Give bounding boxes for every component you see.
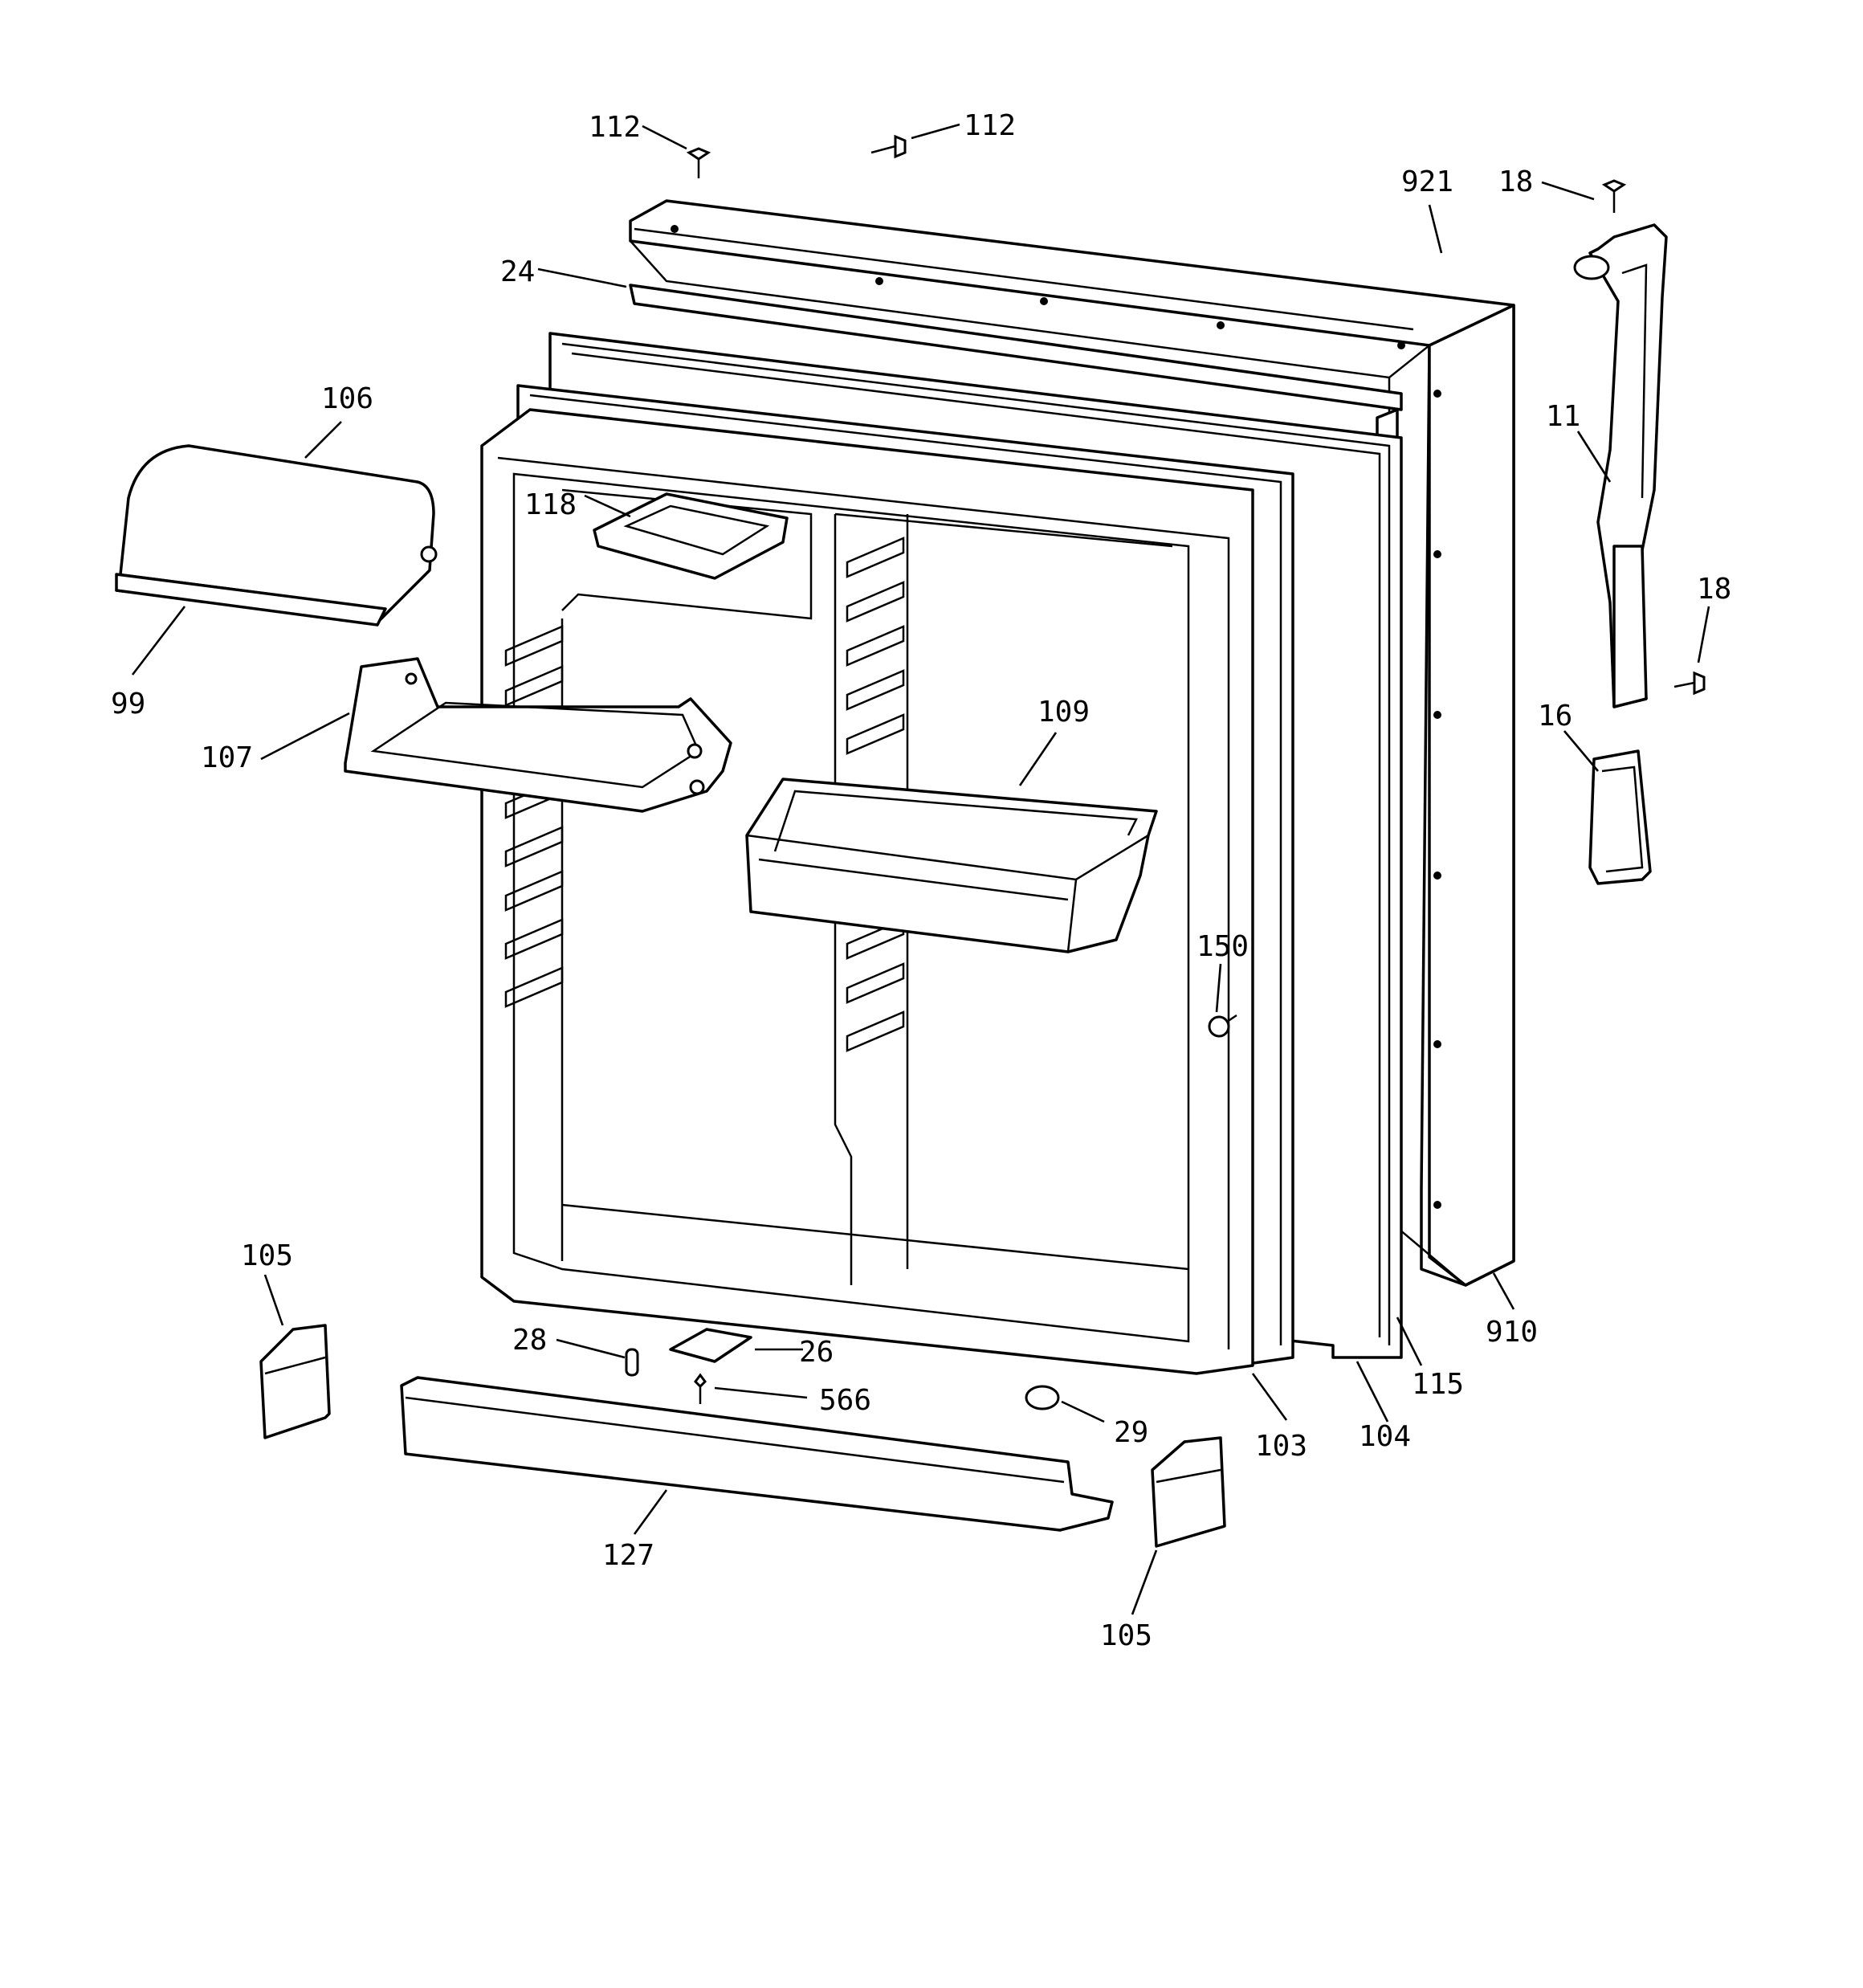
handle-cap xyxy=(1588,749,1652,885)
label-11: 11 xyxy=(1546,400,1580,433)
label-107: 107 xyxy=(201,741,253,774)
label-16: 16 xyxy=(1538,700,1572,733)
label-112-right: 112 xyxy=(964,109,1016,142)
bumper xyxy=(1025,1385,1060,1410)
label-921: 921 xyxy=(1401,165,1453,198)
label-910: 910 xyxy=(1486,1316,1538,1349)
label-24: 24 xyxy=(500,255,535,288)
label-105-left: 105 xyxy=(241,1239,293,1272)
label-29: 29 xyxy=(1114,1416,1148,1449)
label-127: 127 xyxy=(602,1539,654,1572)
shelf-bin-right xyxy=(745,778,1158,953)
shelf-bin-left xyxy=(344,657,732,813)
label-112-left: 112 xyxy=(589,111,641,144)
part-labels: 112 112 921 18 24 106 11 118 99 18 109 1… xyxy=(111,109,1731,1652)
small-tray xyxy=(593,492,789,580)
label-18-top: 18 xyxy=(1498,165,1533,198)
label-26: 26 xyxy=(799,1336,834,1369)
plug-button xyxy=(1573,255,1610,280)
shelf-ribs xyxy=(504,537,905,1052)
door-stop-fastener xyxy=(1208,1014,1237,1038)
label-566: 566 xyxy=(819,1384,871,1417)
label-103: 103 xyxy=(1255,1430,1307,1463)
label-28: 28 xyxy=(512,1324,547,1357)
hinge-plate xyxy=(669,1328,752,1363)
label-115: 115 xyxy=(1412,1368,1464,1401)
label-150: 150 xyxy=(1196,930,1249,963)
label-106: 106 xyxy=(321,382,373,415)
bottom-trim-rail xyxy=(400,1376,1114,1532)
hinge-pin xyxy=(625,1348,639,1377)
hinge-screw xyxy=(694,1373,707,1404)
label-118: 118 xyxy=(524,488,577,521)
screws xyxy=(686,134,1706,696)
dairy-door xyxy=(115,444,438,627)
label-104: 104 xyxy=(1359,1420,1411,1453)
top-trim-strip xyxy=(629,284,1403,411)
leader-lines xyxy=(131,123,1710,1615)
hinge-cover-left xyxy=(259,1324,331,1439)
label-99: 99 xyxy=(111,688,145,720)
door-handle xyxy=(1588,223,1668,708)
label-105-bottom: 105 xyxy=(1100,1619,1152,1652)
hinge-cover-right xyxy=(1151,1436,1226,1548)
label-18-right: 18 xyxy=(1697,573,1731,606)
label-109: 109 xyxy=(1037,696,1090,729)
